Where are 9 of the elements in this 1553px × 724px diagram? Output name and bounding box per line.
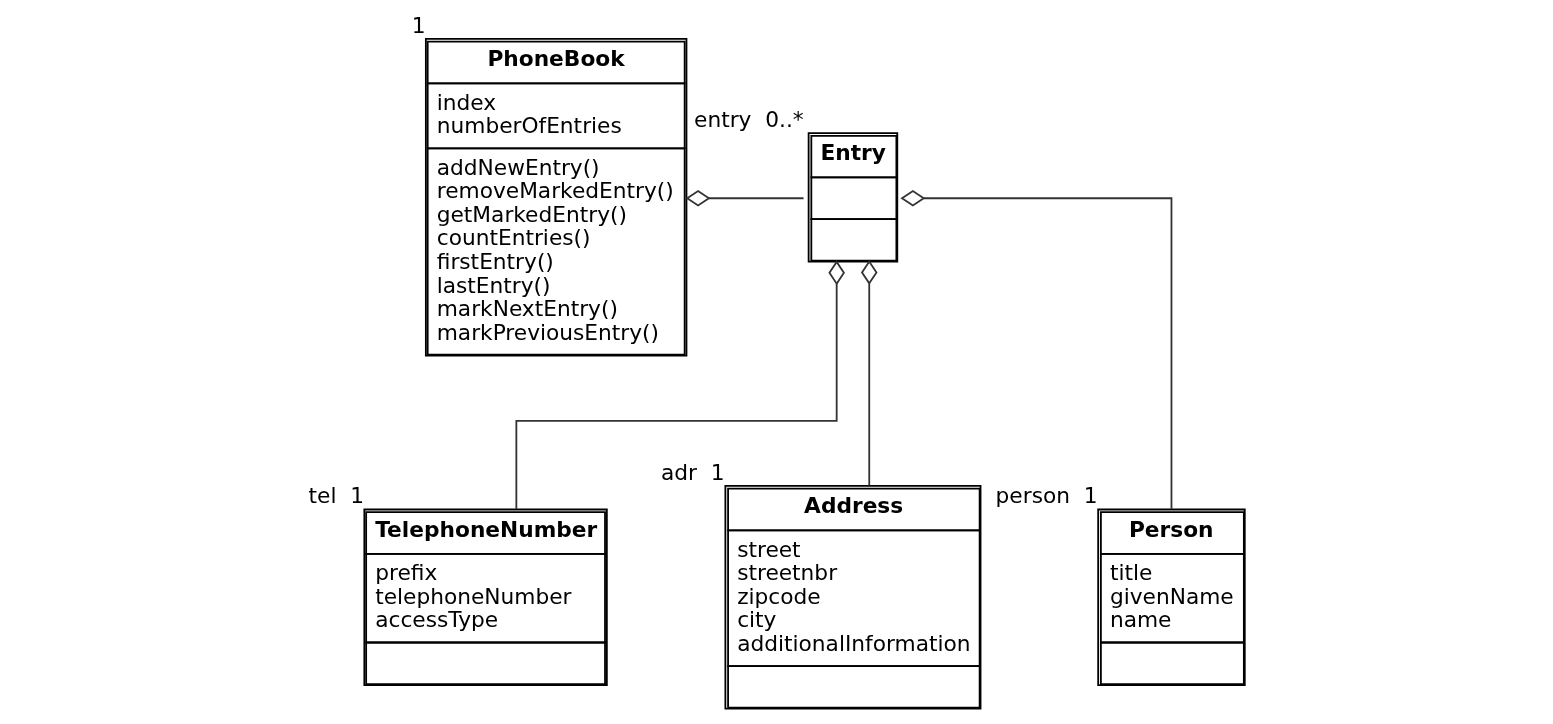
node-label: entry 0..* — [694, 106, 804, 132]
connector — [860, 259, 878, 487]
node-label: person 1 — [995, 483, 1098, 509]
connector — [900, 189, 1173, 511]
connector — [515, 260, 845, 510]
node-label: adr 1 — [661, 459, 725, 485]
connector — [685, 189, 805, 207]
node-label: 1 — [411, 12, 426, 38]
node-label: tel 1 — [308, 483, 365, 509]
